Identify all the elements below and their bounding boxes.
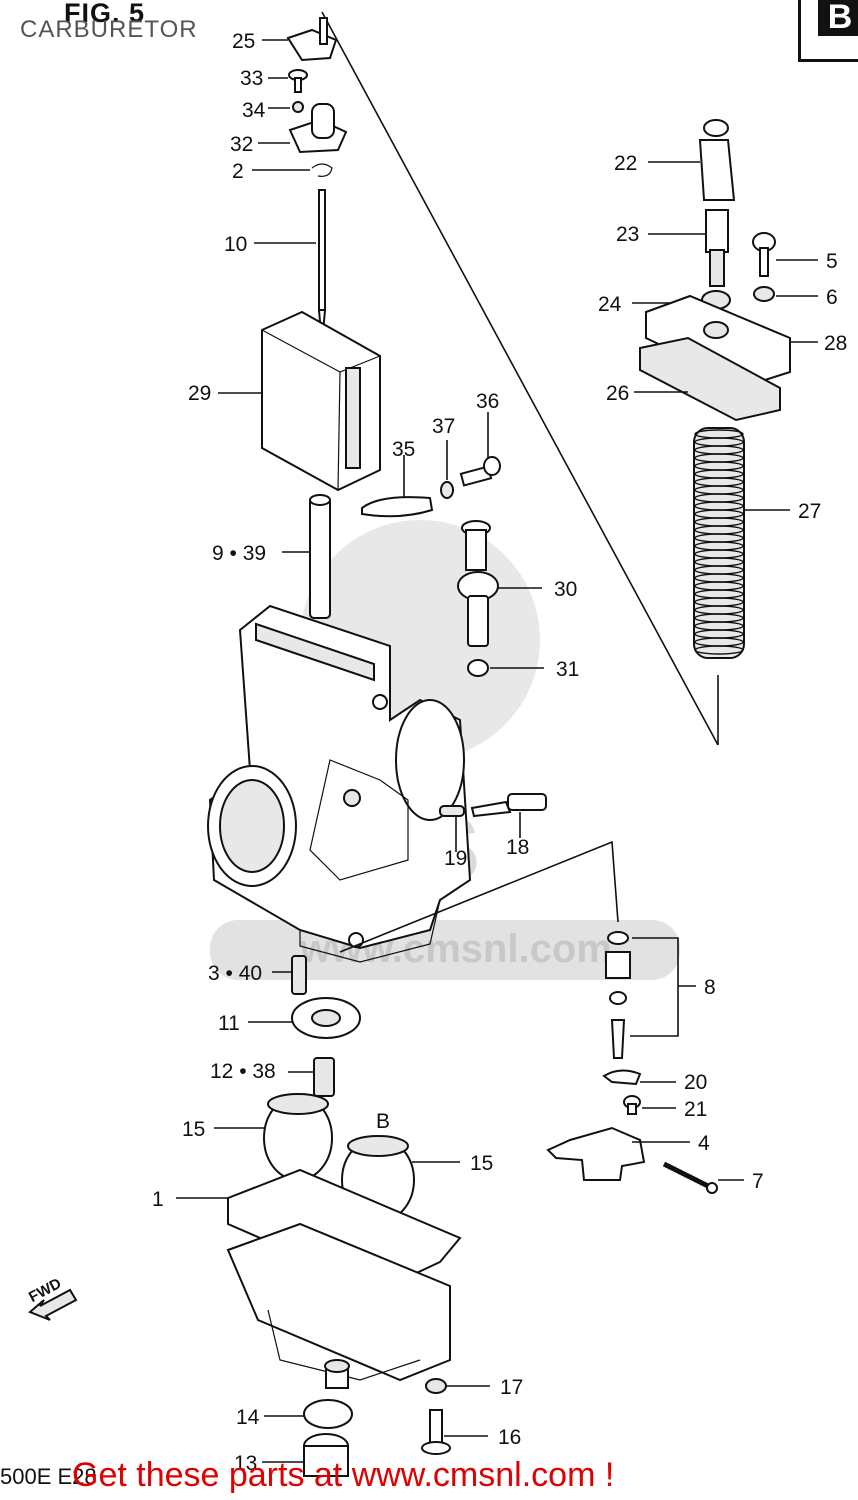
guide-line-float-valve — [339, 840, 619, 953]
label-25: 25 — [232, 30, 255, 53]
part-25-cable-plate — [286, 17, 338, 62]
part-13-drain-plug — [303, 1433, 349, 1477]
label-4: 4 — [698, 1132, 710, 1155]
label-33: 33 — [240, 67, 263, 90]
label-21: 21 — [684, 1098, 707, 1121]
label-24: 24 — [598, 293, 622, 316]
part-31-o-ring — [467, 659, 489, 677]
label-32: 32 — [230, 133, 253, 156]
label-13: 13 — [234, 1452, 257, 1475]
part-11-float-bowl-seal — [291, 997, 361, 1039]
part-18-idle-screw — [470, 793, 547, 818]
part-33-screw — [288, 69, 308, 93]
promo-link[interactable]: Get these parts at www.cmsnl.com ! — [72, 1456, 615, 1494]
part-28-cover — [645, 294, 791, 388]
carburetor-body — [207, 604, 472, 963]
part-17-washer — [425, 1378, 447, 1394]
label-8: 8 — [704, 976, 716, 999]
label-6: 6 — [826, 286, 838, 309]
label-22: 22 — [614, 152, 637, 175]
part-36-screw — [459, 456, 501, 487]
diagram-subtitle: CARBURETOR — [20, 16, 198, 43]
part-1-float-bowl — [226, 1168, 462, 1389]
part-26-gasket — [639, 336, 781, 422]
label-11: 11 — [218, 1012, 240, 1035]
guide-line-main — [321, 11, 719, 746]
part-22-cable-boot — [698, 119, 736, 201]
part-34-washer — [292, 101, 304, 113]
label-3-40: 3 • 40 — [208, 962, 262, 985]
label-15-left: 15 — [182, 1118, 205, 1141]
label-34: 34 — [242, 99, 266, 122]
label-16: 16 — [498, 1426, 521, 1449]
part-4-float-arm — [546, 1126, 646, 1181]
label-17: 17 — [500, 1376, 523, 1399]
label-14: 14 — [236, 1406, 260, 1429]
part-23-adjuster — [705, 209, 729, 287]
part-29-throttle-valve — [261, 310, 381, 492]
spring-coil — [694, 645, 744, 655]
part-5-screw — [752, 232, 776, 277]
part-30-pilot-screw — [457, 520, 499, 647]
part-8-float-valve — [605, 931, 631, 1059]
part-37-washer — [440, 481, 454, 499]
label-18: 18 — [506, 836, 529, 859]
label-26: 26 — [606, 382, 629, 405]
part-12-38-jet — [313, 1057, 335, 1097]
label-30: 30 — [554, 578, 577, 601]
label-36: 36 — [476, 390, 499, 413]
label-9-39: 9 • 39 — [212, 542, 266, 565]
label-19: 19 — [444, 847, 467, 870]
part-3-40-main-jet — [291, 955, 307, 995]
part-15-float-left — [263, 1093, 333, 1181]
part-6-washer — [753, 286, 775, 302]
part-7-pin — [662, 1161, 718, 1194]
label-28: 28 — [824, 332, 847, 355]
fwd-arrow-icon — [28, 1288, 78, 1321]
part-35-link — [361, 496, 434, 518]
part-19-spring — [439, 805, 465, 817]
label-12-38: 12 • 38 — [210, 1060, 276, 1083]
part-21-screw — [623, 1095, 641, 1115]
label-1: 1 — [152, 1188, 164, 1211]
part-2-clip — [311, 163, 333, 177]
label-31: 31 — [556, 658, 579, 681]
part-9-39-needle-jet — [309, 494, 331, 619]
part-32-top-cap — [288, 103, 348, 154]
label-15-right: 15 — [470, 1152, 493, 1175]
model-code: 500E E28 — [0, 1464, 97, 1489]
label-27: 27 — [798, 500, 821, 523]
part-20-clip — [602, 1069, 642, 1086]
spring-coils — [694, 429, 744, 655]
part-16-bolt — [421, 1409, 451, 1455]
part-14-o-ring — [303, 1399, 353, 1429]
label-5: 5 — [826, 250, 838, 273]
label-2: 2 — [232, 160, 244, 183]
label-37: 37 — [432, 415, 455, 438]
label-35: 35 — [392, 438, 415, 461]
label-B: B — [376, 1110, 390, 1133]
label-20: 20 — [684, 1071, 707, 1094]
section-letter: B — [818, 0, 858, 36]
label-29: 29 — [188, 382, 211, 405]
label-10: 10 — [224, 233, 247, 256]
label-23: 23 — [616, 223, 639, 246]
figure-title: FIG. 5 — [64, 0, 146, 28]
label-7: 7 — [752, 1170, 764, 1193]
